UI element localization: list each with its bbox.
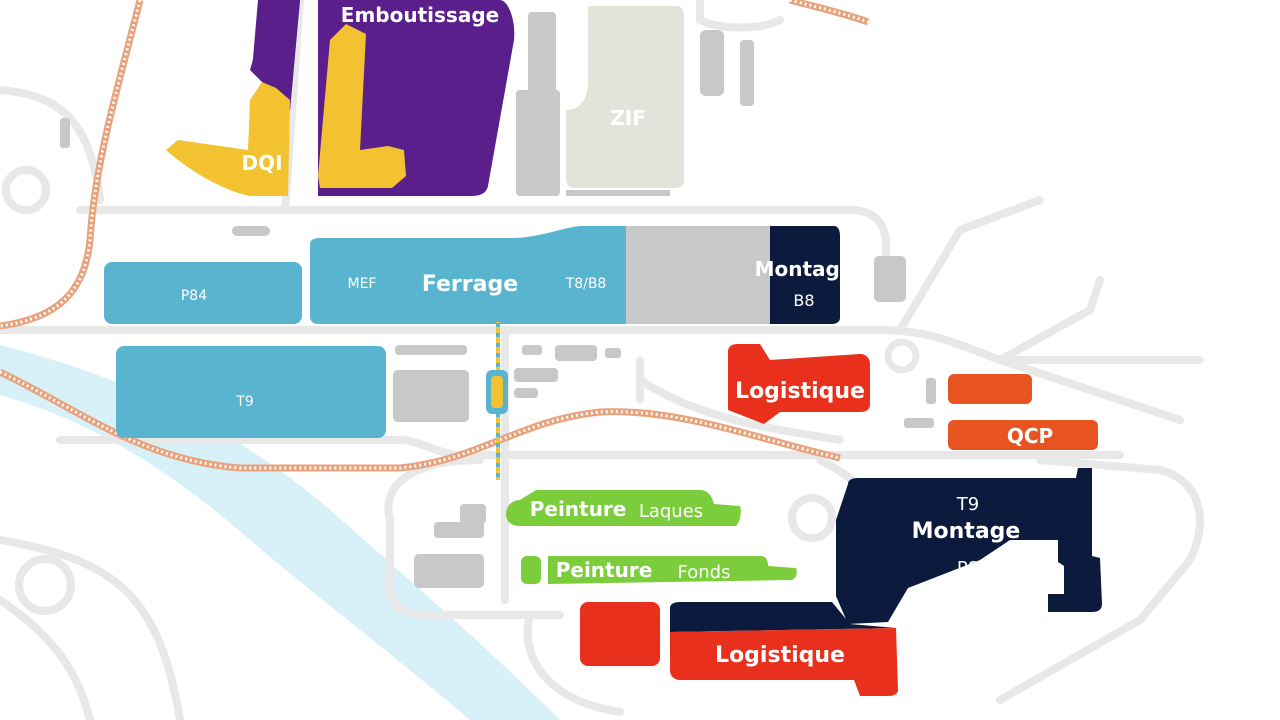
zone-dqi (166, 24, 406, 196)
zone-qcp-top (948, 374, 1032, 404)
p84-label: P84 (181, 288, 207, 304)
montage-t9-p8-label: Montage (912, 519, 1021, 544)
zone-montage-t9-p8 (836, 468, 1102, 624)
ferrage-t8b8-label: T8/B8 (565, 276, 607, 292)
dqi-label: DQI (241, 151, 282, 175)
peinture-fonds-label: Peinture (556, 558, 653, 582)
zone-emboutissage (252, 0, 515, 196)
roundabout-bottom-left (15, 555, 75, 615)
zif-label: ZIF (610, 106, 646, 130)
zone-logistique-bottom (670, 628, 898, 696)
logistique-top-label: Logistique (735, 379, 865, 404)
zone-zif (566, 6, 684, 188)
zone-p84 (104, 262, 302, 324)
zone-montage-b8 (770, 226, 840, 324)
roundabout-left (2, 166, 50, 214)
zone-peinture-fonds (548, 556, 797, 584)
zone-logistique-bottom-small (580, 602, 660, 666)
road-network (0, 0, 1204, 720)
montage-t9-p8-bottom-label: P8 (957, 558, 979, 579)
zone-ferrage (310, 226, 626, 324)
peinture-fonds-sub-label: Fonds (678, 562, 731, 583)
t9-label: T9 (235, 394, 253, 410)
montage-t9-p8-top-label: T9 (956, 494, 979, 515)
montage-b8-sub-label: B8 (793, 291, 814, 310)
zone-qcp (948, 420, 1098, 450)
zone-peinture-laques (506, 490, 741, 526)
zone-logistique-bottom-dark (670, 602, 896, 632)
peinture-laques-sub-label: Laques (639, 501, 703, 522)
zone-t9 (116, 346, 386, 438)
ferrage-mef-label: MEF (348, 276, 377, 292)
montage-b8-label: Montage (755, 257, 854, 281)
roundabout-right (884, 338, 920, 374)
zone-peinture-fonds-small (521, 556, 541, 584)
ferrage-label: Ferrage (422, 272, 518, 297)
zone-logistique-top (728, 344, 870, 424)
emboutissage-label: Emboutissage (341, 3, 499, 27)
qcp-label: QCP (1007, 424, 1053, 448)
logistique-bottom-label: Logistique (715, 643, 845, 668)
grey-buildings (60, 12, 936, 588)
peinture-laques-label: Peinture (530, 497, 627, 521)
roundabout-center (788, 494, 836, 542)
